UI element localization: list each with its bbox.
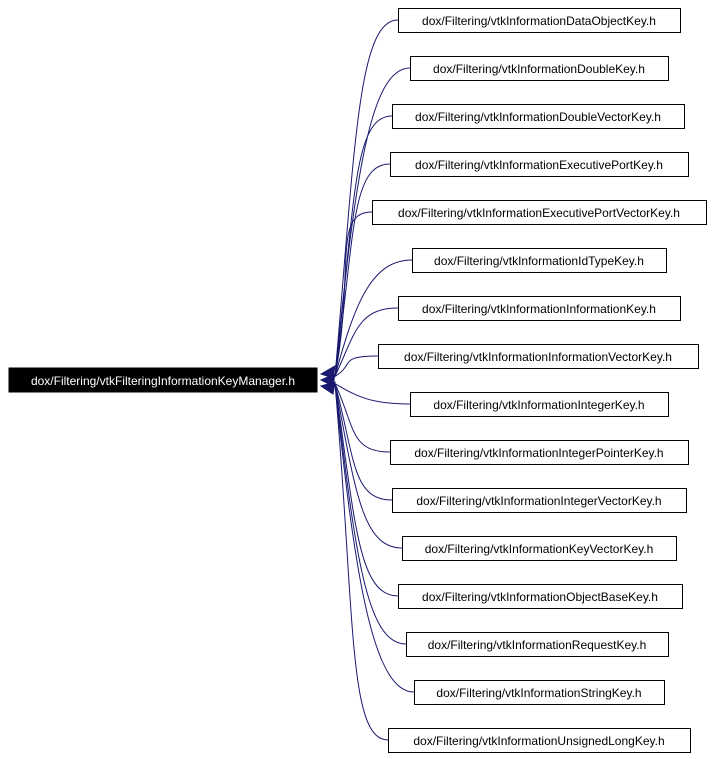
includer-node[interactable]: dox/Filtering/vtkInformationStringKey.h [414,680,665,705]
includer-node-label[interactable]: dox/Filtering/vtkInformationStringKey.h [436,686,641,700]
edges-layer [334,19,415,741]
includer-node-label[interactable]: dox/Filtering/vtkInformationDoubleKey.h [433,62,645,76]
includer-node-box[interactable] [412,248,667,273]
includer-node[interactable]: dox/Filtering/vtkInformationDoubleKey.h [410,56,669,81]
includer-node[interactable]: dox/Filtering/vtkInformationDoubleVector… [392,104,685,129]
includer-node-box[interactable] [406,632,669,657]
includer-node-label[interactable]: dox/Filtering/vtkInformationUnsignedLong… [413,734,664,748]
includer-node-box[interactable] [410,392,669,417]
includer-node-box[interactable] [378,344,699,369]
include-edge [334,383,399,597]
includer-node-box[interactable] [372,200,707,225]
arrowhead [319,381,336,395]
includer-node-label[interactable]: dox/Filtering/vtkInformationExecutivePor… [415,158,663,172]
includer-node-label[interactable]: dox/Filtering/vtkInformationDoubleVector… [415,110,661,124]
includer-node-label[interactable]: dox/Filtering/vtkInformationDataObjectKe… [422,14,656,28]
includer-node[interactable]: dox/Filtering/vtkInformationObjectBaseKe… [398,584,683,609]
include-edge [334,115,393,377]
includer-node-label[interactable]: dox/Filtering/vtkInformationInformationV… [404,350,672,364]
includer-node-label[interactable]: dox/Filtering/vtkInformationIntegerVecto… [416,494,661,508]
include-edge [334,259,413,377]
includer-node[interactable]: dox/Filtering/vtkInformationRequestKey.h [406,632,669,657]
include-edge [334,211,373,377]
includer-node-box[interactable] [392,488,687,513]
includer-node-box[interactable] [398,296,681,321]
arrowheads-layer [319,365,336,395]
root-node: dox/Filtering/vtkFilteringInformationKey… [8,367,318,393]
include-edge [334,307,399,377]
include-edge [334,383,415,693]
includer-node[interactable]: dox/Filtering/vtkInformationIntegerKey.h [410,392,669,417]
include-edge [334,383,393,501]
includer-node-label[interactable]: dox/Filtering/vtkInformationIntegerPoint… [414,446,663,460]
includer-node-box[interactable] [402,536,677,561]
includer-node-box[interactable] [390,440,689,465]
includer-node-label[interactable]: dox/Filtering/vtkInformationIdTypeKey.h [434,254,644,268]
includer-node[interactable]: dox/Filtering/vtkInformationExecutivePor… [372,200,707,225]
includer-node-box[interactable] [398,584,683,609]
includer-node-label[interactable]: dox/Filtering/vtkInformationRequestKey.h [428,638,647,652]
include-edge [334,19,399,377]
includer-node[interactable]: dox/Filtering/vtkInformationIntegerPoint… [390,440,689,465]
include-edge [334,383,411,405]
root-node-label: dox/Filtering/vtkFilteringInformationKey… [31,374,295,388]
includer-node-box[interactable] [414,680,665,705]
includer-node[interactable]: dox/Filtering/vtkInformationDataObjectKe… [398,8,681,33]
includer-node[interactable]: dox/Filtering/vtkInformationUnsignedLong… [388,728,691,753]
include-edge [334,355,379,377]
include-edge [334,383,389,741]
includer-node[interactable]: dox/Filtering/vtkInformationInformationK… [398,296,681,321]
includer-node-label[interactable]: dox/Filtering/vtkInformationExecutivePor… [398,206,680,220]
include-edge [334,383,391,453]
includer-node[interactable]: dox/Filtering/vtkInformationExecutivePor… [390,152,689,177]
includer-node[interactable]: dox/Filtering/vtkInformationInformationV… [378,344,699,369]
includer-node-label[interactable]: dox/Filtering/vtkInformationInformationK… [422,302,656,316]
includer-node-box[interactable] [390,152,689,177]
includer-node-box[interactable] [392,104,685,129]
include-edge [334,383,403,549]
root-node-box [8,367,318,393]
include-edge [334,383,407,645]
includer-node[interactable]: dox/Filtering/vtkInformationIdTypeKey.h [412,248,667,273]
includer-node-label[interactable]: dox/Filtering/vtkInformationKeyVectorKey… [425,542,654,556]
includer-node[interactable]: dox/Filtering/vtkInformationKeyVectorKey… [402,536,677,561]
includer-node-box[interactable] [398,8,681,33]
includer-node-box[interactable] [388,728,691,753]
nodes-layer: dox/Filtering/vtkFilteringInformationKey… [8,8,707,753]
includer-node-label[interactable]: dox/Filtering/vtkInformationObjectBaseKe… [422,590,658,604]
includer-node[interactable]: dox/Filtering/vtkInformationIntegerVecto… [392,488,687,513]
includer-node-label[interactable]: dox/Filtering/vtkInformationIntegerKey.h [433,398,644,412]
includer-node-box[interactable] [410,56,669,81]
